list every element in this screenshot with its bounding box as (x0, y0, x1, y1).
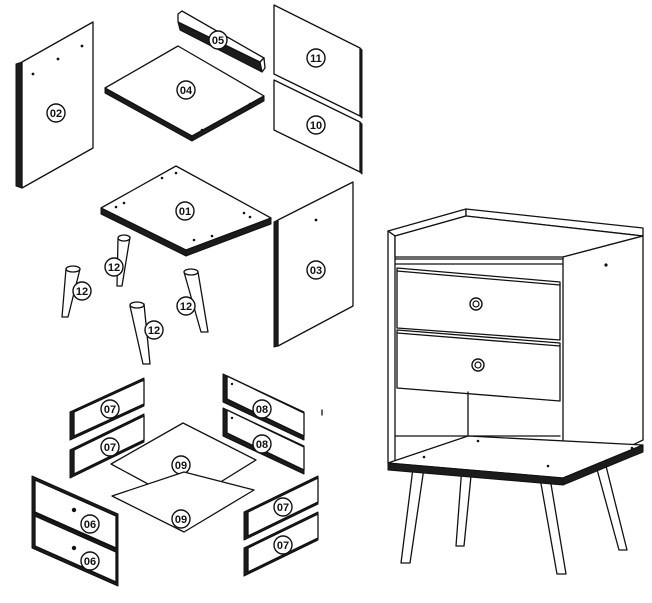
side-07-a: 07 (69, 377, 145, 441)
leg-12-a: 12 (104, 234, 131, 287)
label-03: 03 (310, 265, 322, 277)
rail-05: 05 (177, 10, 266, 73)
leg-12-d: 12 (129, 301, 164, 365)
badge-07-d: 07 (273, 535, 293, 555)
panel-10: 10 (273, 79, 363, 175)
label-12-d: 12 (148, 325, 160, 337)
back-08-b: 08 (222, 407, 305, 475)
assembled-leg-front-right (539, 477, 567, 575)
board-04: 04 (104, 45, 265, 142)
badge-08-a: 08 (252, 399, 272, 419)
badge-12-a: 12 (104, 257, 124, 277)
badge-11: 11 (306, 48, 326, 68)
badge-10: 10 (306, 115, 326, 135)
badge-01: 01 (175, 201, 195, 221)
badge-04: 04 (176, 80, 196, 100)
label-11: 11 (310, 53, 322, 65)
label-06-a: 06 (84, 519, 96, 531)
label-07-c: 07 (277, 502, 289, 514)
label-05: 05 (212, 35, 224, 47)
badge-02: 02 (46, 103, 66, 123)
label-04: 04 (180, 85, 193, 97)
leg-12-b: 12 (61, 265, 92, 318)
knob-bottom (471, 358, 485, 372)
label-10: 10 (310, 120, 322, 132)
badge-06-b: 06 (80, 551, 100, 571)
panel-03: 03 (273, 181, 354, 348)
label-12-c: 12 (180, 301, 192, 313)
badge-06-a: 06 (80, 514, 100, 534)
label-01: 01 (179, 206, 191, 218)
assembled-leg-back-right (594, 461, 628, 551)
front-06-a: 06 (31, 475, 119, 553)
board-01: 01 (100, 165, 272, 257)
badge-12-d: 12 (144, 320, 164, 340)
bottom-09-b: 09 (111, 471, 255, 533)
assembled-leg-back-left (455, 465, 473, 547)
back-08-a: 08 (222, 373, 305, 441)
label-07-b: 07 (104, 442, 116, 454)
label-09-a: 09 (175, 460, 187, 472)
panel-11: 11 (273, 4, 363, 119)
label-08-b: 08 (256, 439, 268, 451)
front-06-b: 06 (31, 511, 119, 587)
label-02: 02 (50, 108, 62, 120)
badge-09-a: 09 (171, 455, 191, 475)
knob-top (469, 297, 483, 311)
assembled-nightstand (387, 208, 644, 575)
leg-12-c: 12 (176, 268, 209, 333)
badge-07-a: 07 (100, 399, 120, 419)
label-07-a: 07 (104, 404, 116, 416)
label-12-a: 12 (108, 262, 120, 274)
label-06-b: 06 (84, 556, 96, 568)
badge-08-b: 08 (252, 434, 272, 454)
label-07-d: 07 (277, 540, 289, 552)
panel-02: 02 (15, 21, 94, 189)
assembled-leg-front-left (400, 467, 425, 564)
badge-07-c: 07 (273, 497, 293, 517)
label-12-b: 12 (76, 286, 88, 298)
badge-09-b: 09 (171, 509, 191, 529)
side-07-b: 07 (69, 413, 145, 479)
badge-12-b: 12 (72, 281, 92, 301)
badge-12-c: 12 (176, 296, 196, 316)
badge-07-b: 07 (100, 437, 120, 457)
badge-03: 03 (306, 260, 326, 280)
label-08-a: 08 (256, 404, 268, 416)
side-07-d: 07 (243, 511, 319, 577)
badge-05: 05 (208, 30, 228, 50)
label-09-b: 09 (175, 514, 187, 526)
side-07-c: 07 (243, 475, 319, 541)
